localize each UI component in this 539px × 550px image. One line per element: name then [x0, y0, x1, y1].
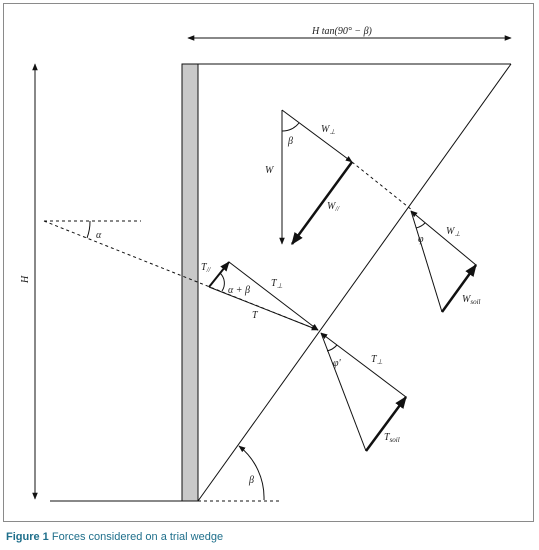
- W-perp-right-vector: [410, 210, 477, 266]
- phi-arc: [415, 222, 426, 229]
- alpha-label: α: [96, 230, 102, 241]
- figure-frame: [3, 3, 534, 522]
- T-reaction-vector: [320, 332, 407, 398]
- T-soil-vector: [364, 395, 408, 452]
- T-soil-reaction-line: [320, 332, 367, 452]
- beta-top-arc: [281, 122, 300, 132]
- W-parallel-vector: [290, 161, 354, 246]
- phi-prime-label: φ': [333, 358, 342, 369]
- figure-number: Figure 1: [6, 531, 49, 543]
- T-perp-label: T⊥: [271, 278, 283, 290]
- T-parallel-label: T//: [201, 262, 212, 274]
- T-perp-vector: [228, 261, 319, 331]
- beta-base-label: β: [248, 475, 254, 486]
- T-label: T: [252, 310, 259, 321]
- alpha-beta-arc: [219, 272, 225, 292]
- T-perp-lower-label: T⊥: [371, 354, 383, 366]
- W-perp-right-label: W⊥: [446, 226, 460, 238]
- alpha-inclined-dashed: [43, 220, 319, 331]
- phi-prime-arc: [326, 344, 338, 352]
- alpha-plus-beta-label: α + β: [228, 285, 250, 296]
- failure-plane: [197, 63, 512, 502]
- alpha-angle-arc: [86, 220, 91, 239]
- W-perp-top-label: W⊥: [321, 124, 335, 136]
- W-label: W: [265, 165, 275, 176]
- W-soil-label: Wsoil: [462, 294, 481, 306]
- trial-wedge-diagram: H tan(90° − β) H α β W W⊥ W// φ W⊥ Wsoil…: [20, 26, 512, 502]
- span-label: H tan(90° − β): [311, 26, 373, 37]
- W-parallel-label: W//: [327, 201, 340, 213]
- W-soil-reaction-line: [410, 210, 443, 313]
- beta-base-arc: [238, 445, 265, 501]
- W-extension-dashed: [351, 161, 413, 211]
- retaining-wall: [181, 63, 199, 502]
- phi-label: φ: [418, 234, 424, 245]
- W-soil-vector: [440, 263, 478, 313]
- T-vector: [208, 286, 319, 331]
- beta-top-label: β: [287, 136, 293, 147]
- figure-caption: Figure 1 Forces considered on a trial we…: [6, 531, 223, 543]
- T-parallel-vector: [208, 261, 230, 288]
- height-label: H: [20, 275, 31, 284]
- T-soil-label: Tsoil: [384, 432, 400, 444]
- figure-caption-text: Forces considered on a trial wedge: [51, 531, 224, 543]
- W-perp-vector: [281, 109, 353, 163]
